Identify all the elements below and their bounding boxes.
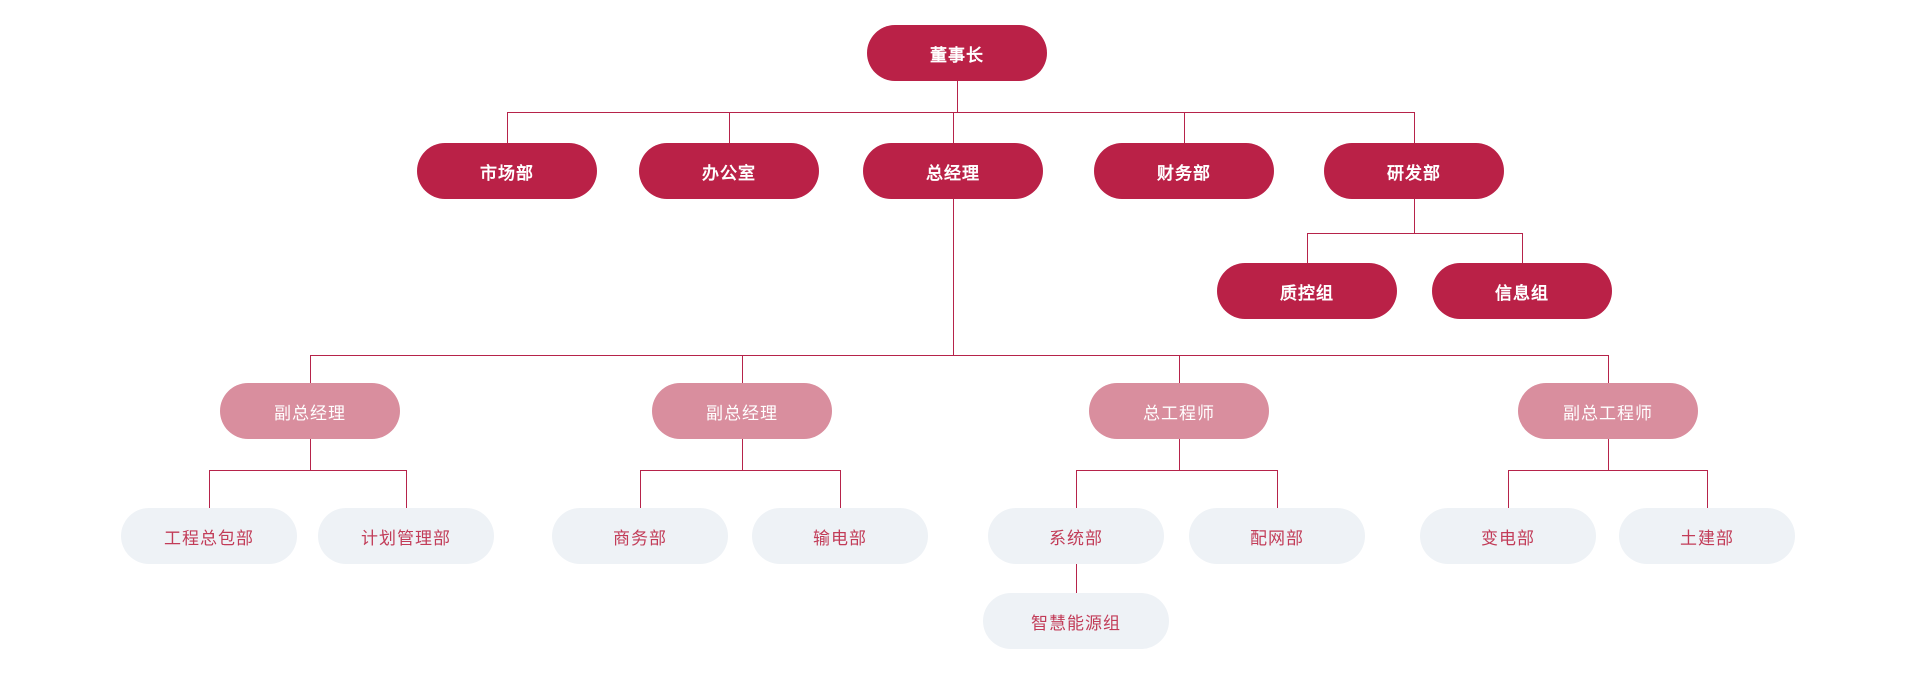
connector-line	[1076, 470, 1277, 471]
connector-line	[1707, 470, 1708, 508]
node-deputy-general-manager-2[interactable]: 副总经理	[652, 383, 832, 439]
node-chairman[interactable]: 董事长	[867, 25, 1047, 81]
connector-line	[1184, 112, 1185, 143]
node-substation-dept[interactable]: 变电部	[1420, 508, 1596, 564]
node-chief-engineer[interactable]: 总工程师	[1089, 383, 1269, 439]
node-office[interactable]: 办公室	[639, 143, 819, 199]
connector-line	[640, 470, 641, 508]
connector-line	[406, 470, 407, 508]
node-planning-management-dept[interactable]: 计划管理部	[318, 508, 494, 564]
connector-line	[1508, 470, 1509, 508]
connector-line	[742, 355, 743, 383]
connector-line	[1508, 470, 1707, 471]
node-civil-engineering-dept[interactable]: 土建部	[1619, 508, 1795, 564]
node-commerce-dept[interactable]: 商务部	[552, 508, 728, 564]
node-finance-dept[interactable]: 财务部	[1094, 143, 1274, 199]
connector-line	[310, 355, 1608, 356]
connector-line	[1179, 355, 1180, 383]
connector-line	[640, 470, 840, 471]
connector-line	[957, 81, 958, 112]
node-general-manager[interactable]: 总经理	[863, 143, 1043, 199]
connector-line	[310, 355, 311, 383]
connector-line	[1076, 470, 1077, 508]
connector-line	[1076, 564, 1077, 593]
node-power-transmission-dept[interactable]: 输电部	[752, 508, 928, 564]
connector-line	[1608, 355, 1609, 383]
node-marketing-dept[interactable]: 市场部	[417, 143, 597, 199]
node-rnd-dept[interactable]: 研发部	[1324, 143, 1504, 199]
node-distribution-network-dept[interactable]: 配网部	[1189, 508, 1365, 564]
connector-line	[729, 112, 730, 143]
connector-line	[1277, 470, 1278, 508]
node-smart-energy-group[interactable]: 智慧能源组	[983, 593, 1169, 649]
node-engineering-contracting-dept[interactable]: 工程总包部	[121, 508, 297, 564]
node-information-group[interactable]: 信息组	[1432, 263, 1612, 319]
connector-line	[742, 439, 743, 470]
connector-line	[209, 470, 210, 508]
connector-line	[953, 112, 954, 143]
connector-line	[953, 199, 954, 355]
connector-line	[1414, 112, 1415, 143]
connector-line	[1179, 439, 1180, 470]
connector-line	[840, 470, 841, 508]
connector-line	[1307, 233, 1522, 234]
connector-line	[1608, 439, 1609, 470]
connector-line	[1522, 233, 1523, 263]
connector-line	[209, 470, 406, 471]
node-deputy-general-manager-1[interactable]: 副总经理	[220, 383, 400, 439]
connector-line	[507, 112, 508, 143]
connector-line	[1307, 233, 1308, 263]
node-system-dept[interactable]: 系统部	[988, 508, 1164, 564]
connector-line	[310, 439, 311, 470]
node-quality-control-group[interactable]: 质控组	[1217, 263, 1397, 319]
connector-line	[1414, 199, 1415, 233]
node-deputy-chief-engineer[interactable]: 副总工程师	[1518, 383, 1698, 439]
connector-line	[507, 112, 1414, 113]
